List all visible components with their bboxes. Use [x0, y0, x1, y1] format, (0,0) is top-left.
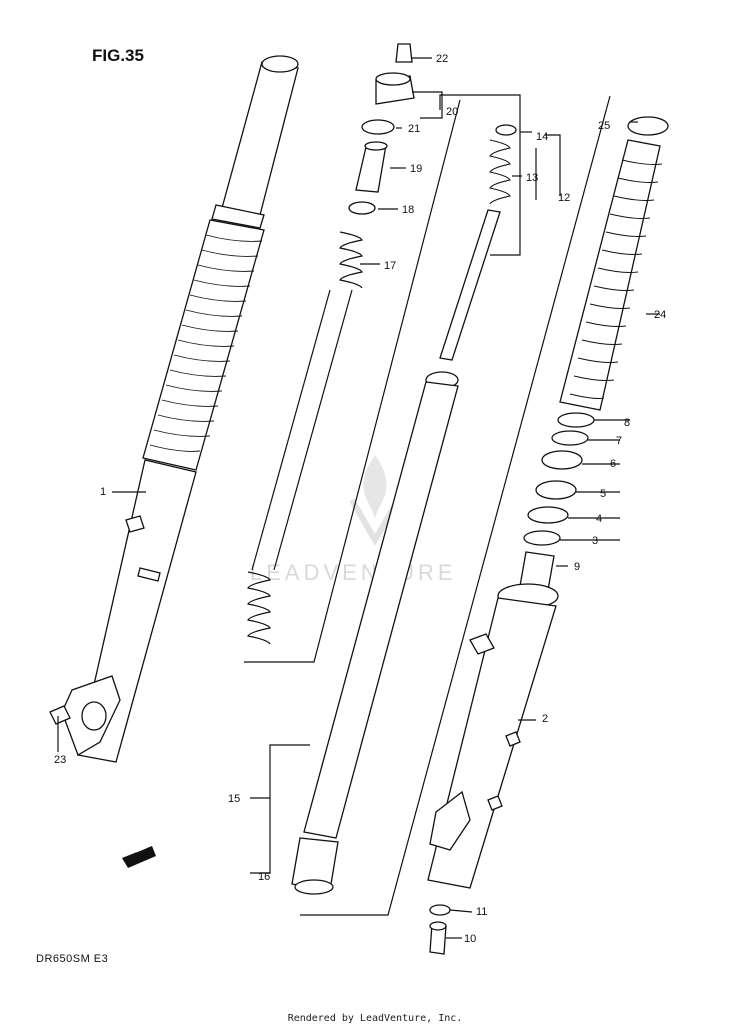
callout-24: 24: [654, 309, 666, 321]
callout-2: 2: [542, 713, 548, 725]
oil-seal: [541, 450, 583, 470]
watermark-text: LEADVENTURE: [250, 560, 457, 585]
boot-clamp-right: [627, 116, 669, 136]
callout-10: 10: [464, 933, 476, 945]
fork-spring-long: [247, 289, 353, 645]
callout-13: 13: [526, 172, 538, 184]
callout-1: 1: [100, 486, 106, 498]
fork-spring-upper: [339, 231, 363, 289]
callout-17: 17: [384, 260, 396, 272]
spacer: [355, 144, 387, 193]
callout-7: 7: [616, 435, 622, 447]
callout-19: 19: [410, 163, 422, 175]
boot-clamp: [211, 204, 265, 229]
callout-4: 4: [596, 513, 602, 525]
spring-seat: [348, 201, 376, 215]
callout-9: 9: [574, 561, 580, 573]
slide-bushing: [523, 530, 561, 546]
damper-rod-assembly: [439, 124, 517, 361]
outer-tube-lug-right: [469, 633, 495, 655]
dust-seal: [557, 412, 595, 428]
damper-tube-body: [303, 381, 459, 839]
callout-22: 22: [436, 53, 448, 65]
pinch-bolt: [49, 705, 71, 725]
callout-11: 11: [476, 906, 487, 918]
damper-tube: [291, 371, 459, 895]
callout-23: 23: [54, 754, 66, 766]
leader-lines: [57, 57, 660, 939]
boot-ribs: [149, 234, 263, 452]
stopper-ring: [551, 430, 589, 446]
inner-tube-cap: [261, 55, 299, 73]
washer: [535, 480, 577, 500]
callout-21: 21: [408, 123, 420, 135]
caliper-bracket: [429, 790, 471, 851]
front-arrow-icon: [122, 846, 156, 868]
figure-label: FIG.35: [92, 46, 144, 65]
callout-25: 25: [598, 120, 610, 132]
callout-15: 15: [228, 793, 240, 805]
callout-6: 6: [610, 458, 616, 470]
callout-14: 14: [536, 131, 548, 143]
gasket: [429, 904, 451, 916]
callout-18: 18: [402, 204, 414, 216]
left-fork-assembly: [49, 55, 299, 763]
callout-12: 12: [558, 192, 570, 204]
callout-8: 8: [624, 417, 630, 429]
inner-tube: [221, 61, 299, 216]
callout-labels: 1 2 3 4 5 6 7 8 9 10 11 12 13 14 15 16 1…: [54, 53, 666, 945]
callout-20: 20: [446, 106, 458, 118]
callout-3: 3: [592, 535, 598, 547]
watermark: LEADVENTURE: [250, 455, 457, 585]
footer-credit: Rendered by LeadVenture, Inc.: [287, 1013, 463, 1024]
callout-16: 16: [258, 871, 270, 883]
piston-ring: [495, 124, 517, 136]
callout-5: 5: [600, 488, 606, 500]
o-ring: [361, 119, 395, 135]
outer-tube-clip: [137, 567, 161, 582]
right-fork-assembly: [427, 116, 669, 955]
guide-bushing: [527, 506, 569, 524]
cap-bolt-assembly: [339, 43, 415, 289]
dust-boot-right: [559, 139, 661, 411]
air-valve: [395, 43, 413, 63]
axle-hole: [81, 701, 107, 731]
model-code: DR650SM E3: [36, 953, 108, 965]
damper-rod: [439, 209, 501, 361]
rebound-spring: [489, 139, 511, 205]
outer-tube-lug: [125, 515, 145, 533]
